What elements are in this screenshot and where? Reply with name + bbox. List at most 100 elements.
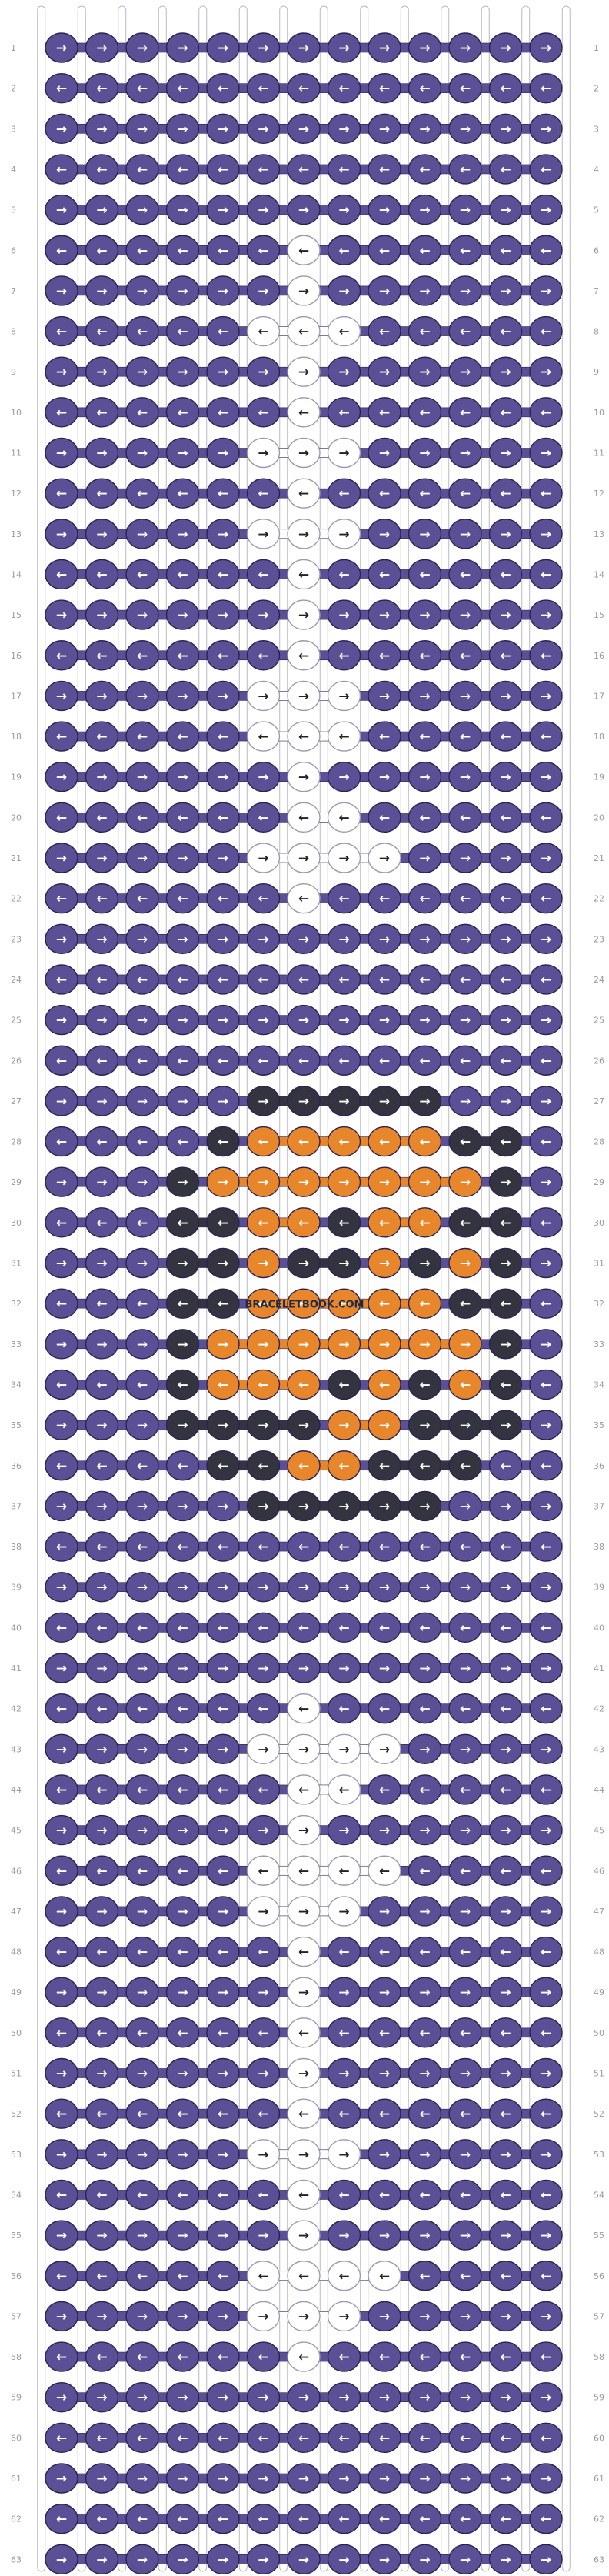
knot: → (246, 1490, 281, 1522)
knot: → (529, 1896, 563, 1927)
knot: → (368, 1653, 401, 1683)
arrow-right-icon: → (541, 1013, 551, 1029)
knot: ← (368, 802, 401, 833)
knot: → (448, 2463, 482, 2494)
arrow-right-icon: → (96, 365, 107, 380)
arrow-right-icon: → (460, 1661, 471, 1677)
knot: → (529, 1247, 563, 1279)
arrow-left-icon: ← (379, 243, 390, 259)
arrow-right-icon: → (541, 2471, 551, 2487)
knot: → (165, 762, 200, 792)
knot: → (206, 32, 240, 63)
knot: ← (85, 2503, 119, 2534)
knot: → (488, 1410, 523, 1440)
arrow-right-icon: → (96, 2147, 107, 2163)
arrow-right-icon: → (56, 527, 67, 542)
row-number-right: 47 (594, 1907, 604, 1917)
knot: → (408, 2544, 442, 2575)
arrow-right-icon: → (419, 527, 430, 542)
knot: → (327, 113, 361, 145)
knot: ← (488, 1855, 523, 1886)
arrow-left-icon: ← (218, 1053, 228, 1069)
arrow-right-icon: → (258, 2471, 268, 2487)
arrow-left-icon: ← (338, 2107, 349, 2122)
arrow-right-icon: → (96, 1499, 107, 1514)
arrow-right-icon: → (500, 1418, 511, 1433)
arrow-right-icon: → (500, 1256, 511, 1272)
row-number-right: 9 (594, 367, 599, 377)
arrow-left-icon: ← (137, 1945, 148, 1960)
knot: → (408, 762, 442, 792)
knot: ← (165, 1774, 200, 1805)
knot: ← (85, 1369, 119, 1400)
arrow-right-icon: → (137, 1904, 148, 1920)
knot: ← (448, 1936, 482, 1967)
knot: → (408, 2220, 442, 2251)
arrow-right-icon: → (298, 365, 309, 380)
knot: → (327, 1653, 361, 1683)
arrow-left-icon: ← (258, 82, 268, 97)
knot: → (206, 2381, 240, 2413)
knot: → (488, 437, 523, 469)
knot: ← (488, 802, 523, 833)
knot: → (206, 1490, 240, 1522)
knot: → (448, 680, 482, 712)
arrow-left-icon: ← (460, 1459, 471, 1474)
arrow-right-icon: → (258, 122, 268, 137)
arrow-right-icon: → (419, 1742, 430, 1757)
arrow-left-icon: ← (460, 810, 471, 826)
arrow-right-icon: → (137, 2391, 148, 2406)
knot: → (287, 1733, 321, 1765)
arrow-left-icon: ← (177, 729, 188, 745)
arrow-left-icon: ← (137, 2350, 148, 2365)
arrow-left-icon: ← (137, 2107, 148, 2122)
arrow-left-icon: ← (500, 1945, 511, 1960)
knot: → (408, 1004, 442, 1036)
arrow-left-icon: ← (379, 1053, 390, 1069)
knot: → (287, 437, 321, 469)
arrow-right-icon: → (177, 203, 188, 219)
knot: ← (448, 1774, 482, 1805)
arrow-left-icon: ← (218, 1135, 228, 1150)
knot: → (206, 2463, 240, 2494)
arrow-left-icon: ← (541, 325, 551, 340)
knot: → (408, 2139, 442, 2170)
arrow-right-icon: → (541, 2552, 551, 2568)
arrow-right-icon: → (258, 608, 268, 623)
knot: ← (327, 154, 361, 185)
knot: → (125, 1814, 159, 1846)
knot: → (206, 1329, 240, 1360)
knot: ← (368, 964, 401, 995)
arrow-left-icon: ← (177, 810, 188, 826)
row-number-right: 40 (594, 1623, 604, 1633)
knot: → (529, 1490, 563, 1522)
arrow-right-icon: → (218, 2309, 228, 2324)
arrow-right-icon: → (218, 122, 228, 137)
arrow-left-icon: ← (379, 1702, 390, 1717)
arrow-right-icon: → (56, 2147, 67, 2163)
knot: → (368, 1733, 401, 1765)
arrow-right-icon: → (541, 2228, 551, 2244)
knot: → (448, 2301, 482, 2332)
arrow-left-icon: ← (218, 325, 228, 340)
arrow-right-icon: → (218, 2552, 228, 2568)
knot: ← (448, 721, 482, 752)
knot: → (327, 1086, 361, 1116)
knot: ← (206, 1612, 240, 1643)
knot: → (488, 2381, 523, 2413)
knot: → (165, 1733, 200, 1765)
knot: ← (45, 640, 78, 671)
knot: ← (85, 2422, 119, 2454)
arrow-left-icon: ← (56, 2431, 67, 2446)
arrow-left-icon: ← (298, 1053, 309, 1069)
knot: ← (165, 1369, 200, 1400)
arrow-left-icon: ← (96, 325, 107, 340)
knot: ← (246, 2503, 281, 2534)
knot: ← (448, 235, 482, 265)
warp-string (279, 5, 288, 2572)
warp-string (118, 5, 127, 2572)
arrow-left-icon: ← (541, 162, 551, 178)
arrow-right-icon: → (56, 365, 67, 380)
arrow-right-icon: → (419, 2309, 430, 2324)
arrow-right-icon: → (379, 608, 390, 623)
